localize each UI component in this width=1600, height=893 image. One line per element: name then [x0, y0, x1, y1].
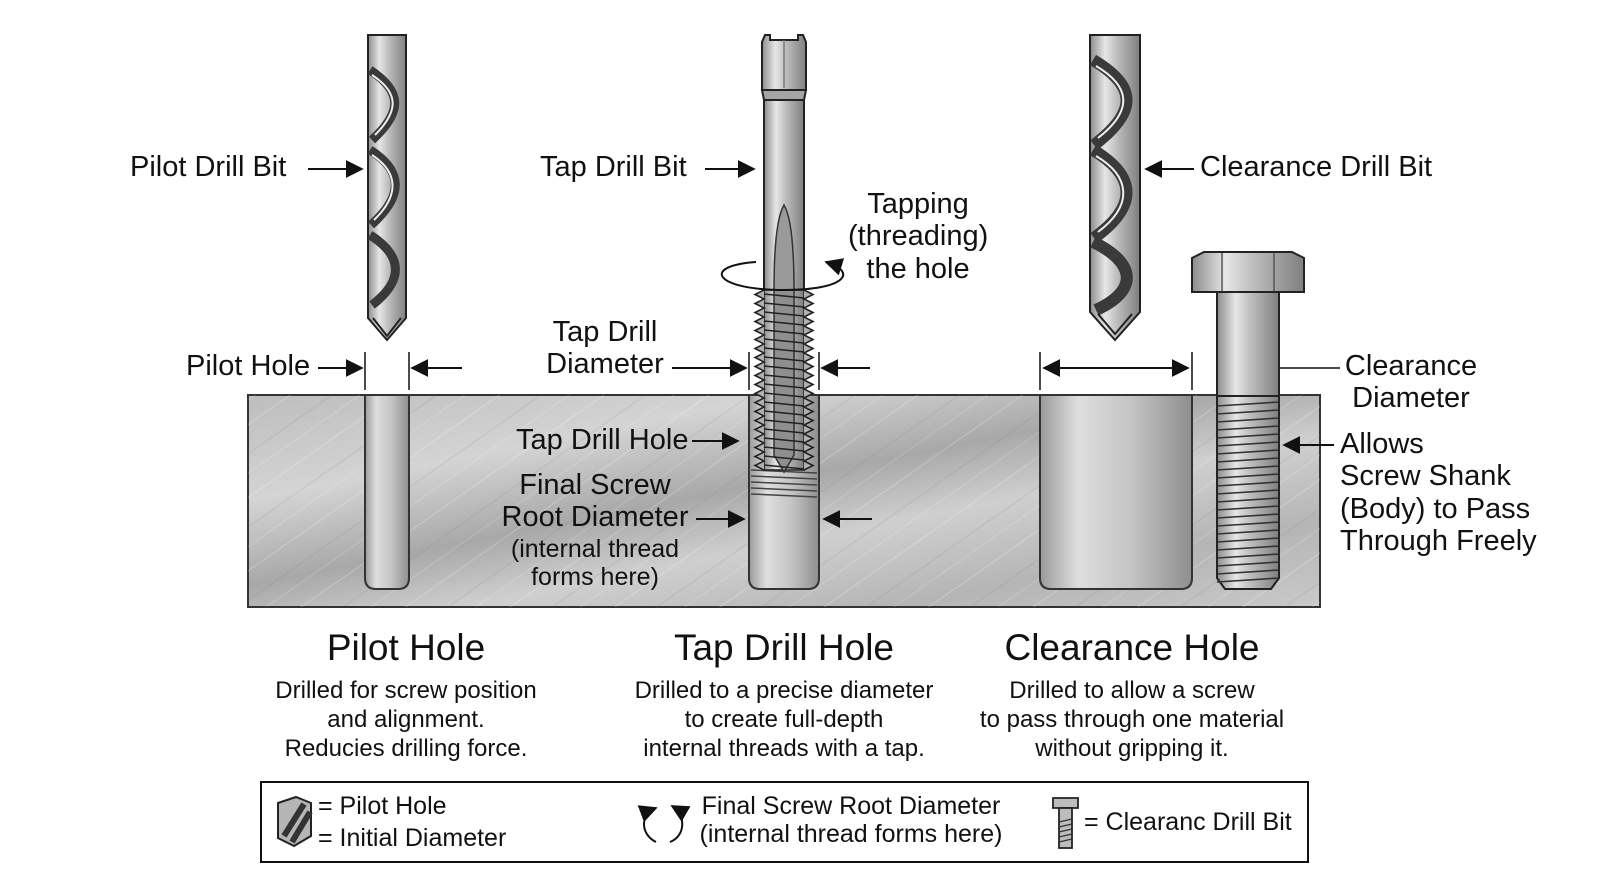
section-title-pilot-hole: Pilot Hole	[326, 627, 486, 668]
pilot-drill-bit-icon	[367, 34, 407, 342]
section-desc-tap-drill-hole: Drilled to a precise diameter to create …	[634, 677, 934, 762]
legend-rotation-arrows-icon	[637, 805, 691, 843]
clearance-drill-bit-icon	[1089, 34, 1141, 342]
legend-pilot-line2: = Initial Diameter	[318, 824, 507, 852]
tap-icon	[753, 34, 815, 474]
legend-root-diameter: Final Screw Root Diameter (internal thre…	[699, 792, 1003, 848]
clearance-drill-bit-label: Clearance Drill Bit	[1200, 151, 1433, 183]
tapping-rotation-icon	[720, 258, 845, 292]
section-title-tap-drill-hole: Tap Drill Hole	[673, 627, 894, 668]
tapping-label: Tapping (threading) the hole	[848, 188, 989, 285]
final-root-diameter-label: Final Screw Root Diameter	[501, 469, 689, 534]
pilot-drill-bit-label: Pilot Drill Bit	[130, 151, 287, 183]
legend-clearance-bit: = Clearanc Drill Bit	[1084, 808, 1292, 836]
legend-bolt-icon	[1052, 797, 1079, 849]
clearance-hole	[1039, 394, 1193, 590]
clearance-diameter-label: Clearance Diameter	[1344, 350, 1478, 415]
final-root-note: (internal thread forms here)	[510, 535, 680, 591]
pilot-hole-dimension-label: Pilot Hole	[186, 350, 311, 382]
tap-drill-hole-label: Tap Drill Hole	[516, 424, 689, 456]
legend-box	[260, 781, 1309, 863]
tap-drill-diameter-label: Tap Drill Diameter	[546, 316, 664, 381]
tap-drill-bit-label: Tap Drill Bit	[540, 151, 687, 183]
clearance-diameter-dimension	[1039, 352, 1340, 390]
allows-shank-label: Allows Screw Shank (Body) to Pass Throug…	[1340, 428, 1537, 558]
legend-pilot-line1: = Pilot Hole	[318, 792, 447, 820]
legend-drill-bit-icon	[277, 795, 313, 848]
section-desc-clearance-hole: Drilled to allow a screw to pass through…	[979, 677, 1285, 762]
bolt-icon	[1191, 251, 1305, 590]
tap-drill-diameter-dimension	[672, 352, 870, 390]
pilot-hole	[364, 394, 410, 590]
pilot-hole-dimension	[318, 352, 462, 390]
section-title-clearance-hole: Clearance Hole	[1004, 627, 1260, 668]
section-desc-pilot-hole: Drilled for screw position and alignment…	[275, 677, 537, 762]
